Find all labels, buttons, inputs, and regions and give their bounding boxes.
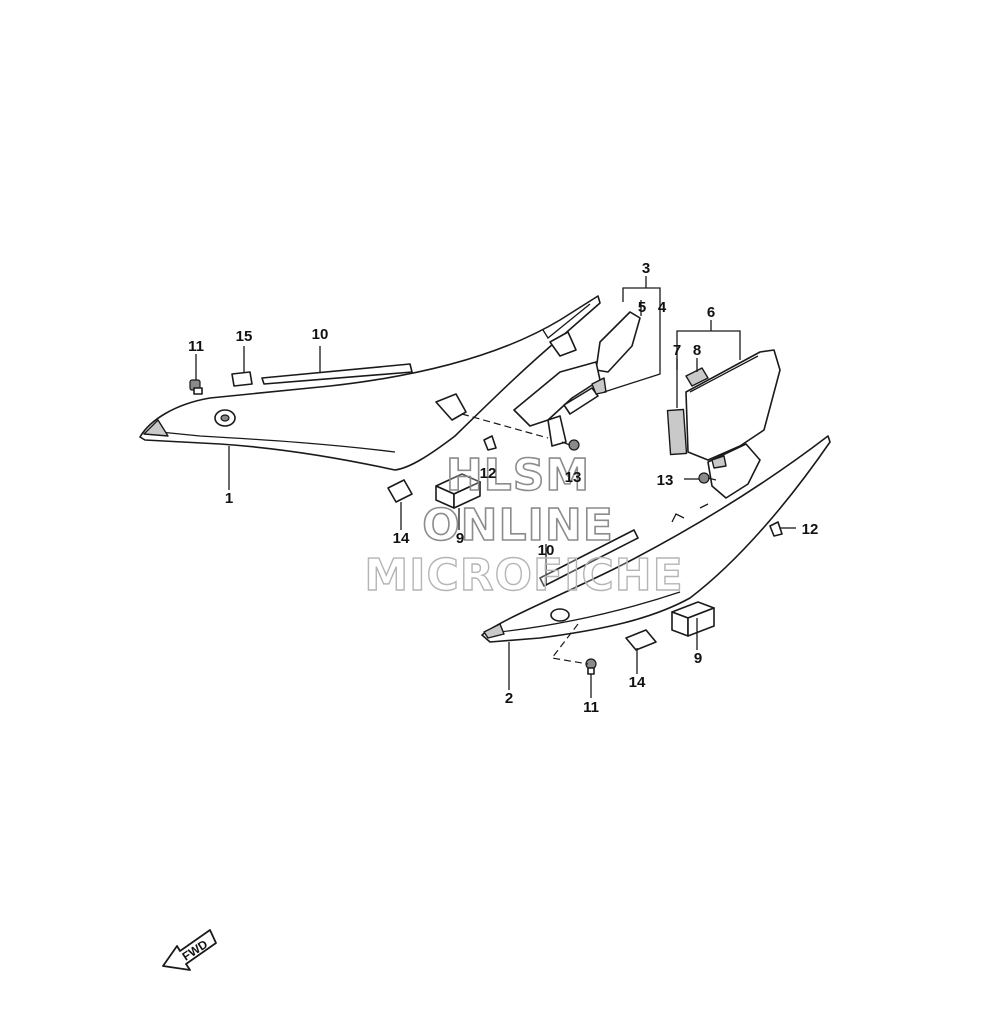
frame-cover-left[interactable] [139,295,601,471]
callout-13-right: 13 [657,472,674,489]
callout-3: 3 [642,260,650,277]
callout-6: 6 [707,304,715,321]
callout-7: 7 [673,342,681,359]
callout-10-lower: 10 [538,542,555,559]
callout-12-right: 12 [802,521,819,538]
pad-part-7[interactable] [666,408,688,456]
callout-10-upper: 10 [312,326,329,343]
strip-upper[interactable] [261,363,413,385]
watermark: HLSM ONLINE MICROFICHE [364,449,684,602]
callout-1: 1 [225,490,233,507]
leader-lines [195,276,796,698]
pad-14-lower[interactable] [625,629,657,651]
alignment-line [461,413,549,439]
bracket-assembly[interactable] [513,311,641,447]
watermark-line-1: HLSM [446,450,590,501]
watermark-line-2: ONLINE [422,500,614,551]
bolt-upper[interactable] [561,439,580,451]
callout-8: 8 [693,342,701,359]
screw-upper[interactable] [189,379,203,395]
clip-upper[interactable] [483,435,497,451]
bolt-right[interactable] [698,472,717,484]
pad-14-upper[interactable] [387,479,413,503]
callout-labels: 1 2 3 4 5 6 7 8 9 9 10 10 11 11 12 12 13… [188,260,818,716]
frame-cover-right[interactable] [481,435,831,643]
side-cover-insert[interactable] [685,349,781,499]
fwd-arrow-icon: FWD [162,929,217,971]
callout-14-upper: 14 [393,530,410,547]
callout-15: 15 [236,328,253,345]
callout-13-upper: 13 [565,469,582,486]
callout-9-lower: 9 [694,650,702,667]
pad-part-15[interactable] [231,371,253,387]
alignment-line [550,623,589,665]
strip-lower[interactable] [539,529,639,587]
callout-12-upper: 12 [480,465,497,482]
watermark-line-3: MICROFICHE [364,550,683,601]
callout-5: 5 [638,299,646,316]
callout-2: 2 [505,690,513,707]
callout-11-lower: 11 [583,699,599,716]
callout-9-upper: 9 [456,530,464,547]
clip-right[interactable] [769,521,783,537]
callout-4: 4 [658,299,667,316]
block-9-upper[interactable] [435,473,481,509]
screw-lower[interactable] [585,658,597,675]
callout-11-upper: 11 [188,338,204,355]
block-9-lower[interactable] [671,601,715,637]
callout-14-lower: 14 [629,674,646,691]
